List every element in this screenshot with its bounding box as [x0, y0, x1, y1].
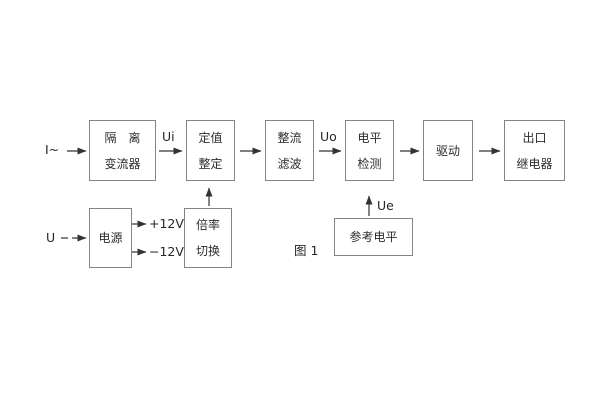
block-level-detection: 电平 检测 [345, 120, 394, 181]
signal-minus-12v: −12V [149, 244, 184, 259]
signal-ue: Ue [377, 198, 394, 213]
block-ratio-switching: 倍率 切换 [184, 208, 232, 268]
block-relay-line1: 出口 [522, 130, 547, 145]
block-reference-label: 参考电平 [349, 230, 398, 244]
signal-uo: Uo [320, 129, 337, 144]
figure-caption: 图 1 [294, 243, 319, 258]
block-setpoint-line1: 定值 [198, 130, 223, 145]
signal-input-voltage: U [46, 230, 56, 245]
block-reference-level: 参考电平 [334, 218, 413, 256]
block-relay-line2: 继电器 [516, 156, 553, 171]
block-setpoint-setting: 定值 整定 [186, 120, 235, 181]
block-isolation-transducer: 隔 离 变流器 [89, 120, 156, 181]
block-isolation-line1: 隔 离 [104, 130, 141, 145]
block-drive: 驱动 [423, 120, 473, 181]
signal-ui: Ui [162, 129, 175, 144]
block-ratio-line1: 倍率 [195, 218, 220, 232]
block-level-line1: 电平 [357, 130, 382, 145]
block-drive-label: 驱动 [435, 143, 460, 158]
block-rectify-filter: 整流 滤波 [265, 120, 314, 181]
signal-input-current: I~ [45, 142, 60, 157]
block-isolation-line2: 变流器 [104, 156, 141, 171]
block-output-relay: 出口 继电器 [504, 120, 565, 181]
block-rectify-line2: 滤波 [277, 156, 302, 171]
block-setpoint-line2: 整定 [198, 156, 223, 171]
block-power-supply: 电源 [89, 208, 132, 268]
block-ratio-line2: 切换 [195, 244, 220, 258]
block-rectify-line1: 整流 [277, 130, 302, 145]
block-level-line2: 检测 [357, 156, 382, 171]
block-power-label: 电源 [98, 231, 123, 245]
signal-plus-12v: +12V [149, 216, 184, 231]
